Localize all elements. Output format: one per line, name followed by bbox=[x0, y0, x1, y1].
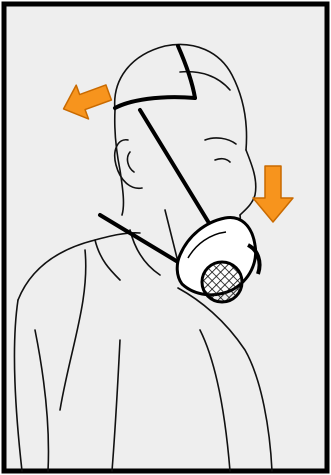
filter-cartridge-icon bbox=[202, 262, 242, 302]
background-panel bbox=[4, 4, 327, 471]
